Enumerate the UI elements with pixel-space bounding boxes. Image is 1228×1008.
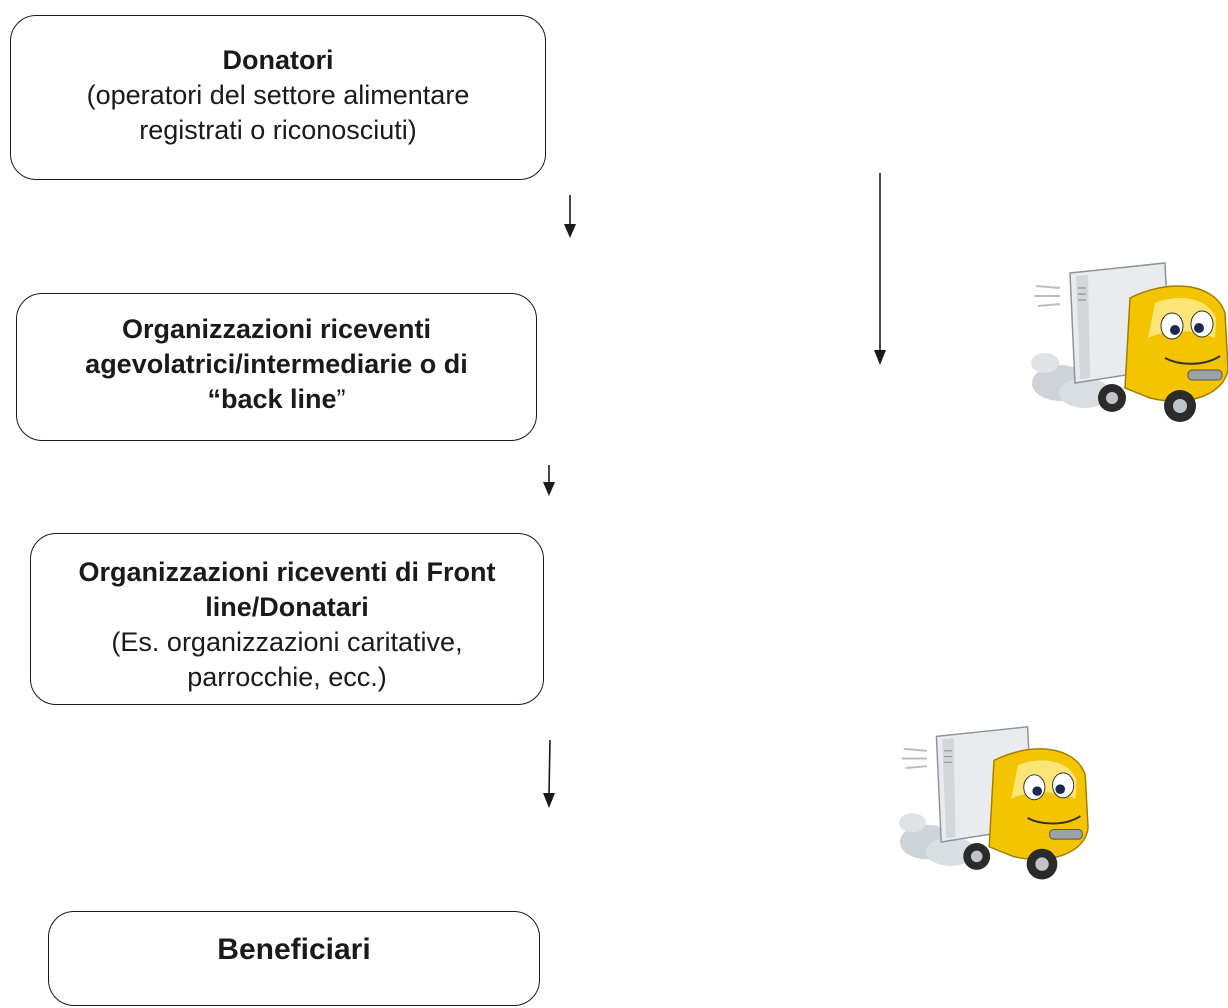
arrow-backline-to-frontline [543, 465, 555, 496]
donatori-subtitle-line2: registrati o riconosciuti) [139, 115, 417, 145]
backline-line2: agevolatrici/intermediarie o di [85, 349, 468, 379]
frontline-line3: (Es. organizzazioni caritative, [111, 627, 463, 657]
arrow-frontline-to-beneficiari [543, 739, 555, 808]
node-donatori: Donatori (operatori del settore alimenta… [10, 15, 546, 180]
node-back-line: Organizzazioni riceventi agevolatrici/in… [16, 293, 537, 441]
truck-icon [898, 726, 1089, 880]
backline-line3: “back line” [17, 382, 536, 417]
backline-line1: Organizzazioni riceventi [121, 314, 432, 344]
arrow-long-donatori-to-frontline [874, 173, 886, 365]
node-front-line: Organizzazioni riceventi di Front line/D… [30, 533, 544, 705]
node-beneficiari: Beneficiari [48, 911, 540, 1006]
beneficiari-title: Beneficiari [217, 933, 371, 966]
frontline-line4: parrocchie, ecc.) [187, 662, 387, 692]
truck-icon [1031, 262, 1228, 422]
donatori-title: Donatori [222, 45, 334, 75]
donatori-subtitle-line1: (operatori del settore alimentare [86, 80, 470, 110]
frontline-line1: Organizzazioni riceventi di Front [78, 557, 496, 587]
backline-line3-bold: “back line [207, 384, 337, 414]
backline-line3-close: ” [336, 384, 346, 414]
frontline-line2: line/Donatari [205, 592, 369, 622]
arrow-donatori-to-backline [564, 195, 576, 238]
